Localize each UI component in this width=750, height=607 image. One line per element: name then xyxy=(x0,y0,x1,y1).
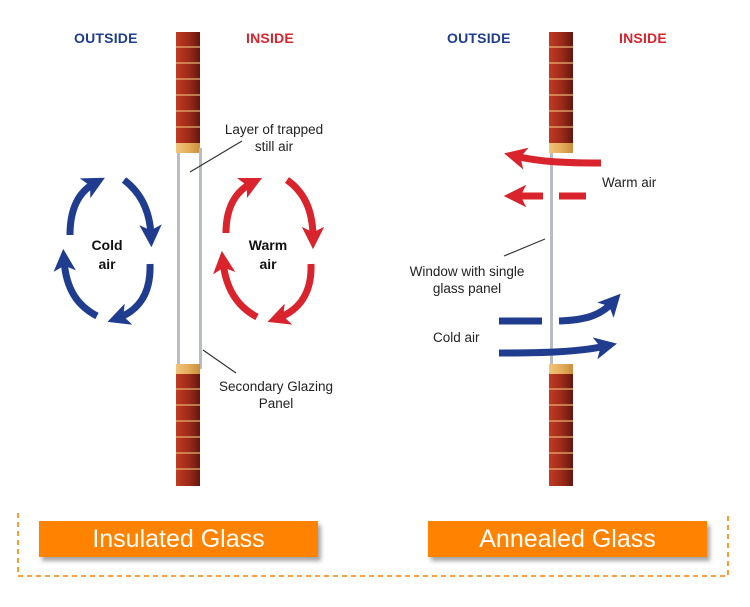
window-sill-bottom xyxy=(549,364,573,374)
cold-air-label-line2: air xyxy=(98,256,116,272)
warm-air-label-line1: Warm xyxy=(248,237,288,253)
warm-air-arrow-bottom xyxy=(267,263,315,325)
insulated-inside-label: INSIDE xyxy=(246,30,294,46)
annealed-wall-bottom xyxy=(549,364,573,486)
warm-air-arrow-curved xyxy=(504,147,602,170)
trapped-air-label-line2: still air xyxy=(254,139,294,154)
trapped-air-leader-line xyxy=(189,140,243,173)
insulated-outside-label: OUTSIDE xyxy=(74,30,138,46)
window-sill-top xyxy=(549,143,573,153)
warm-air-flow xyxy=(503,147,602,208)
single-glass-label-line2: glass panel xyxy=(432,281,502,296)
cold-air-label-line1: Cold xyxy=(91,237,123,253)
trapped-air-label: Layer of trapped still air xyxy=(212,121,336,155)
annealed-inside-label: INSIDE xyxy=(619,30,667,46)
warm-air-loop xyxy=(213,177,325,325)
secondary-glazing-pane xyxy=(199,148,202,369)
cold-air-arrow-down xyxy=(121,177,162,248)
warm-air-label: Warm air xyxy=(240,236,296,274)
annealed-outside-label: OUTSIDE xyxy=(447,30,511,46)
single-glass-pane xyxy=(550,153,553,364)
cold-air-flow xyxy=(498,293,621,360)
trapped-air-label-line1: Layer of trapped xyxy=(224,122,324,137)
single-glass-label-line1: Window with single xyxy=(409,264,525,279)
secondary-glazing-label-line2: Panel xyxy=(258,396,294,411)
primary-glass-pane xyxy=(177,153,180,364)
dashed-frame xyxy=(17,513,729,577)
cold-air-loop xyxy=(53,177,162,325)
insulated-wall-bottom xyxy=(176,364,200,486)
cold-air-arrow-up xyxy=(66,177,105,236)
glazing-leader-line xyxy=(202,349,237,374)
cold-air-arrow-bottom xyxy=(107,263,154,325)
warm-air-label-line2: air xyxy=(259,256,277,272)
window-sill-top xyxy=(176,143,200,153)
warm-air-arrow-up xyxy=(222,177,263,234)
single-glass-label: Window with single glass panel xyxy=(396,263,538,297)
window-leader-line xyxy=(503,238,546,257)
cold-air-arrow-dashed xyxy=(558,293,621,325)
cold-air-arrow-curved xyxy=(498,337,617,360)
annealed-glass-title: Annealed Glass xyxy=(428,521,707,557)
insulated-glass-panes xyxy=(177,148,202,369)
annealed-warm-air-label: Warm air xyxy=(602,175,657,190)
insulated-glass-title: Insulated Glass xyxy=(39,521,318,557)
window-sill-bottom xyxy=(176,364,200,374)
secondary-glazing-label: Secondary Glazing Panel xyxy=(206,378,346,412)
warm-air-arrow-down xyxy=(284,177,325,250)
cold-air-arrow-left xyxy=(53,248,99,320)
annealed-cold-air-label: Cold air xyxy=(433,330,480,345)
cold-air-label: Cold air xyxy=(80,236,134,274)
annealed-wall-top xyxy=(549,32,573,153)
insulated-wall-top xyxy=(176,32,200,153)
secondary-glazing-label-line1: Secondary Glazing xyxy=(218,379,334,394)
warm-air-arrow-left xyxy=(213,250,259,321)
